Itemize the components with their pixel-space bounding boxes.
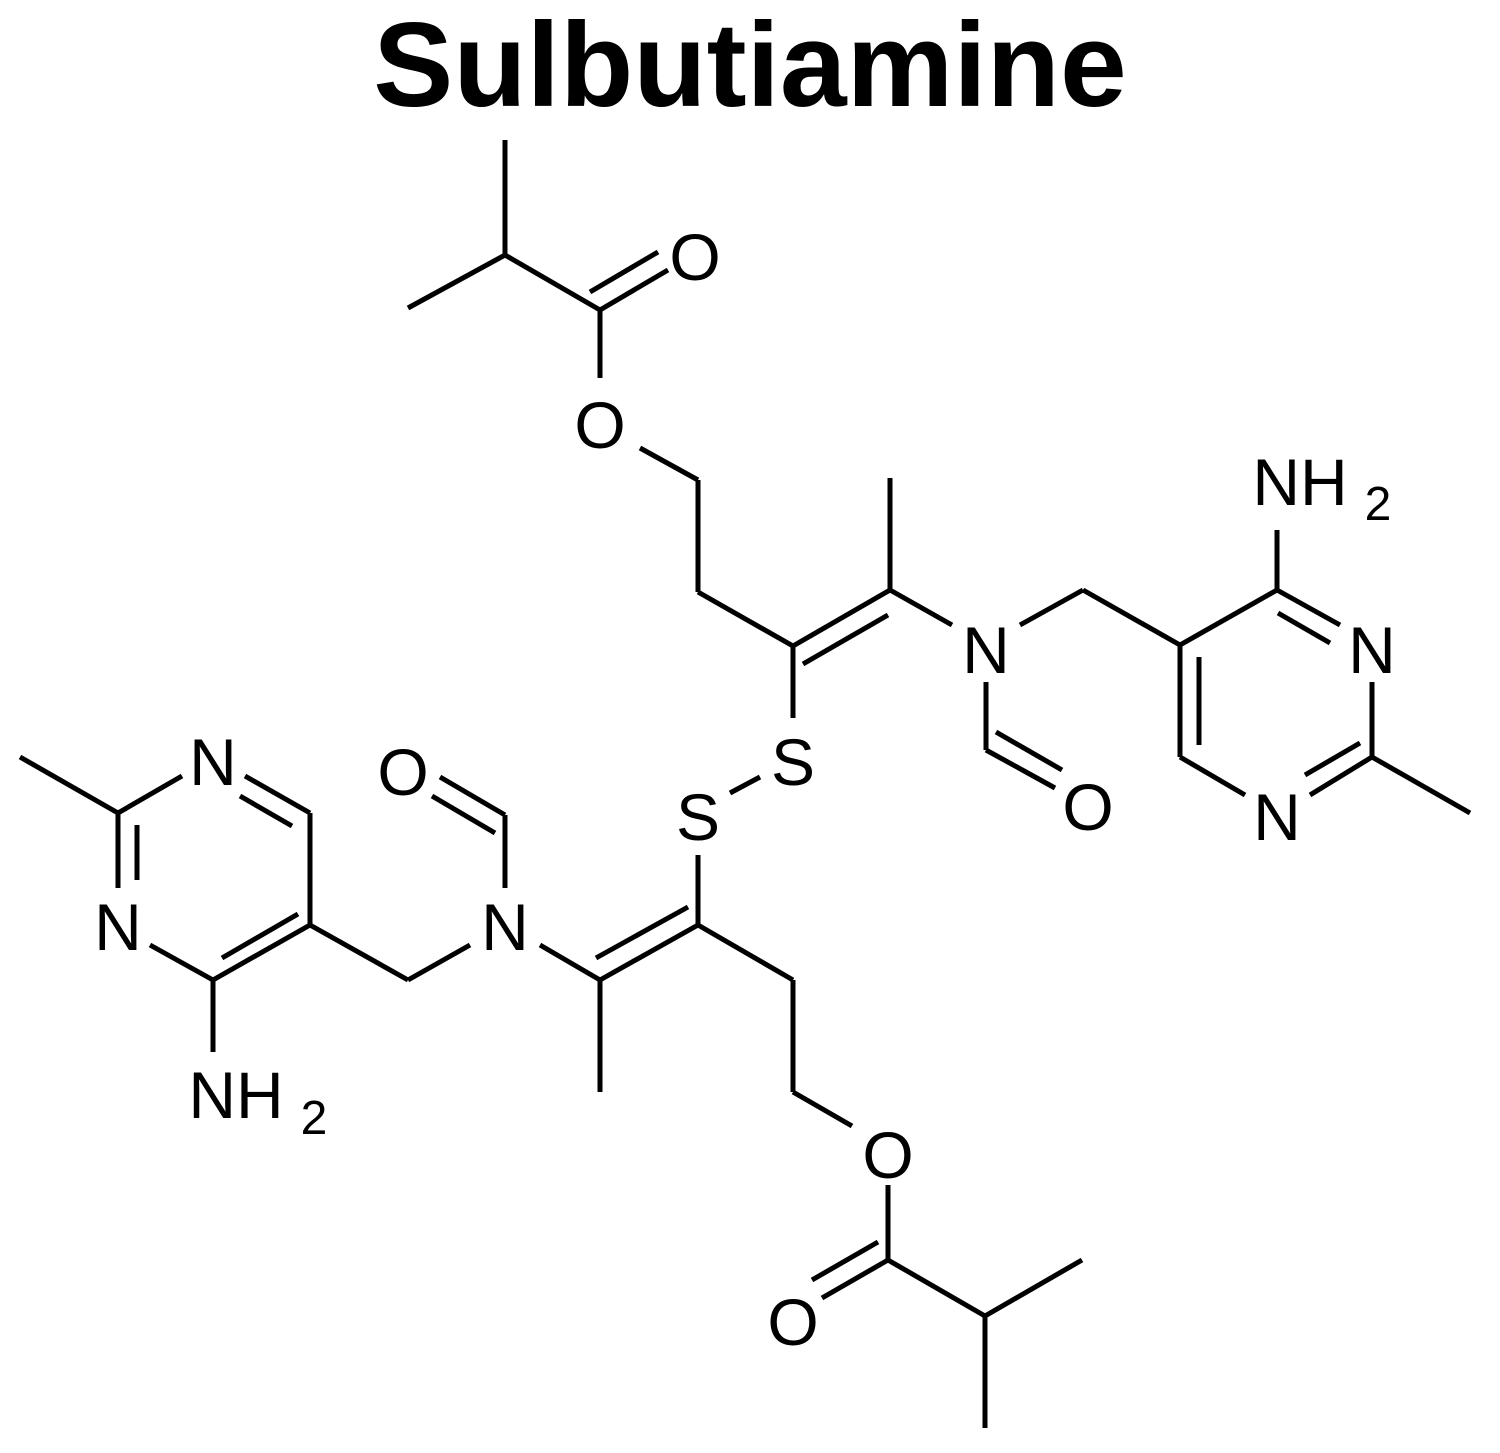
bond-formyl-double-left-b [430, 793, 497, 836]
bond-formyl-double-right-b [994, 729, 1064, 773]
bond-pyr-left-c2-methyl [18, 754, 120, 816]
atom-o-carbonyl-bottom: O [767, 1285, 818, 1359]
atom-n-amide-right: N [962, 613, 1010, 687]
atom-n-pyr-left-2: N [94, 890, 142, 964]
atom-nh2-left-subscript: 2 [301, 1092, 328, 1145]
atom-o-formyl-right: O [1062, 770, 1113, 844]
bond-pyr-left-n1-c2 [116, 773, 184, 816]
atom-n-pyr-right-1: N [1348, 613, 1396, 687]
bond-vinyl-double-left-a [598, 922, 700, 983]
bond-carbonyl-isopropyl-bottom [886, 1257, 987, 1319]
bond-pyr-left-c4-c5 [211, 922, 312, 983]
bond-ch2-pyr-right [1081, 587, 1182, 648]
atom-o-carbonyl-top: O [669, 220, 720, 294]
atom-n-amide-left: N [481, 890, 529, 964]
bond-pyr-left-n3-c4 [148, 942, 215, 983]
bond-isopropyl-carbonyl-top [503, 252, 602, 313]
bond-formyl-double-left-a [438, 774, 507, 818]
bond-methyl-top-2 [406, 252, 507, 311]
bond-vinyl-n-right [888, 587, 954, 628]
bond-vinyl-double-top-b [801, 612, 890, 667]
bond-pyr-right-c6-n1 [1178, 754, 1247, 798]
bond-pyr-right-c5-c4a [1178, 587, 1279, 648]
bond-vinyl-double-left-b [594, 904, 690, 961]
bond-vinyl-n-left [538, 942, 602, 983]
bond-ch2-vinyl-top [696, 589, 795, 649]
atom-s-right: S [771, 725, 815, 799]
bond-pyr-left-c4-c5-inner [220, 911, 300, 961]
atom-s-left: S [676, 780, 720, 854]
bond-disulfide [728, 774, 762, 796]
bond-n-ch2-right [1018, 587, 1085, 628]
atom-n-pyr-left-1: N [189, 725, 237, 799]
bond-carbonyl-bottom-b [810, 1239, 880, 1283]
atom-o-ester-bottom: O [862, 1118, 913, 1192]
bond-formyl-double-right-a [984, 747, 1057, 791]
bond-carbonyl-top-a [598, 267, 670, 313]
bond-pyr-right-n3-c4 [1275, 587, 1342, 628]
bond-methyl-bottom-1 [983, 1257, 1084, 1319]
bond-vinyl-ch2-bottom [696, 922, 795, 983]
bond-pyr-left-c6-n1-inner [238, 793, 294, 829]
bond-ch2-ester-o-bottom [791, 1089, 854, 1129]
atom-o-formyl-left: O [377, 735, 428, 809]
bond-n-ch2-left [406, 942, 472, 983]
bond-ester-o-ch2-top [638, 445, 700, 483]
atom-o-ester-top: O [574, 388, 625, 462]
bond-carbonyl-bottom-a [820, 1257, 890, 1301]
atom-nh2-right-subscript: 2 [1365, 478, 1392, 531]
bond-pyr-right-n1-c2-inner [1303, 740, 1362, 778]
atom-nh2-left: NH [188, 1058, 283, 1132]
bond-pyr-right-c2-methyl [1370, 754, 1472, 816]
bond-pyr-right-n3-c4-inner [1276, 610, 1332, 646]
atom-n-pyr-right-2: N [1253, 780, 1301, 854]
page-title: Sulbutiamine [373, 0, 1127, 132]
bond-pyr-right-n1-c2 [1308, 754, 1374, 798]
atom-nh2-right: NH [1252, 445, 1347, 519]
bond-carbonyl-top-b [588, 249, 660, 295]
bond-vinyl-double-top-a [791, 587, 892, 649]
bond-pyr-left-c6-n1 [243, 773, 312, 816]
bond-ch2-pyr-left [308, 922, 410, 983]
